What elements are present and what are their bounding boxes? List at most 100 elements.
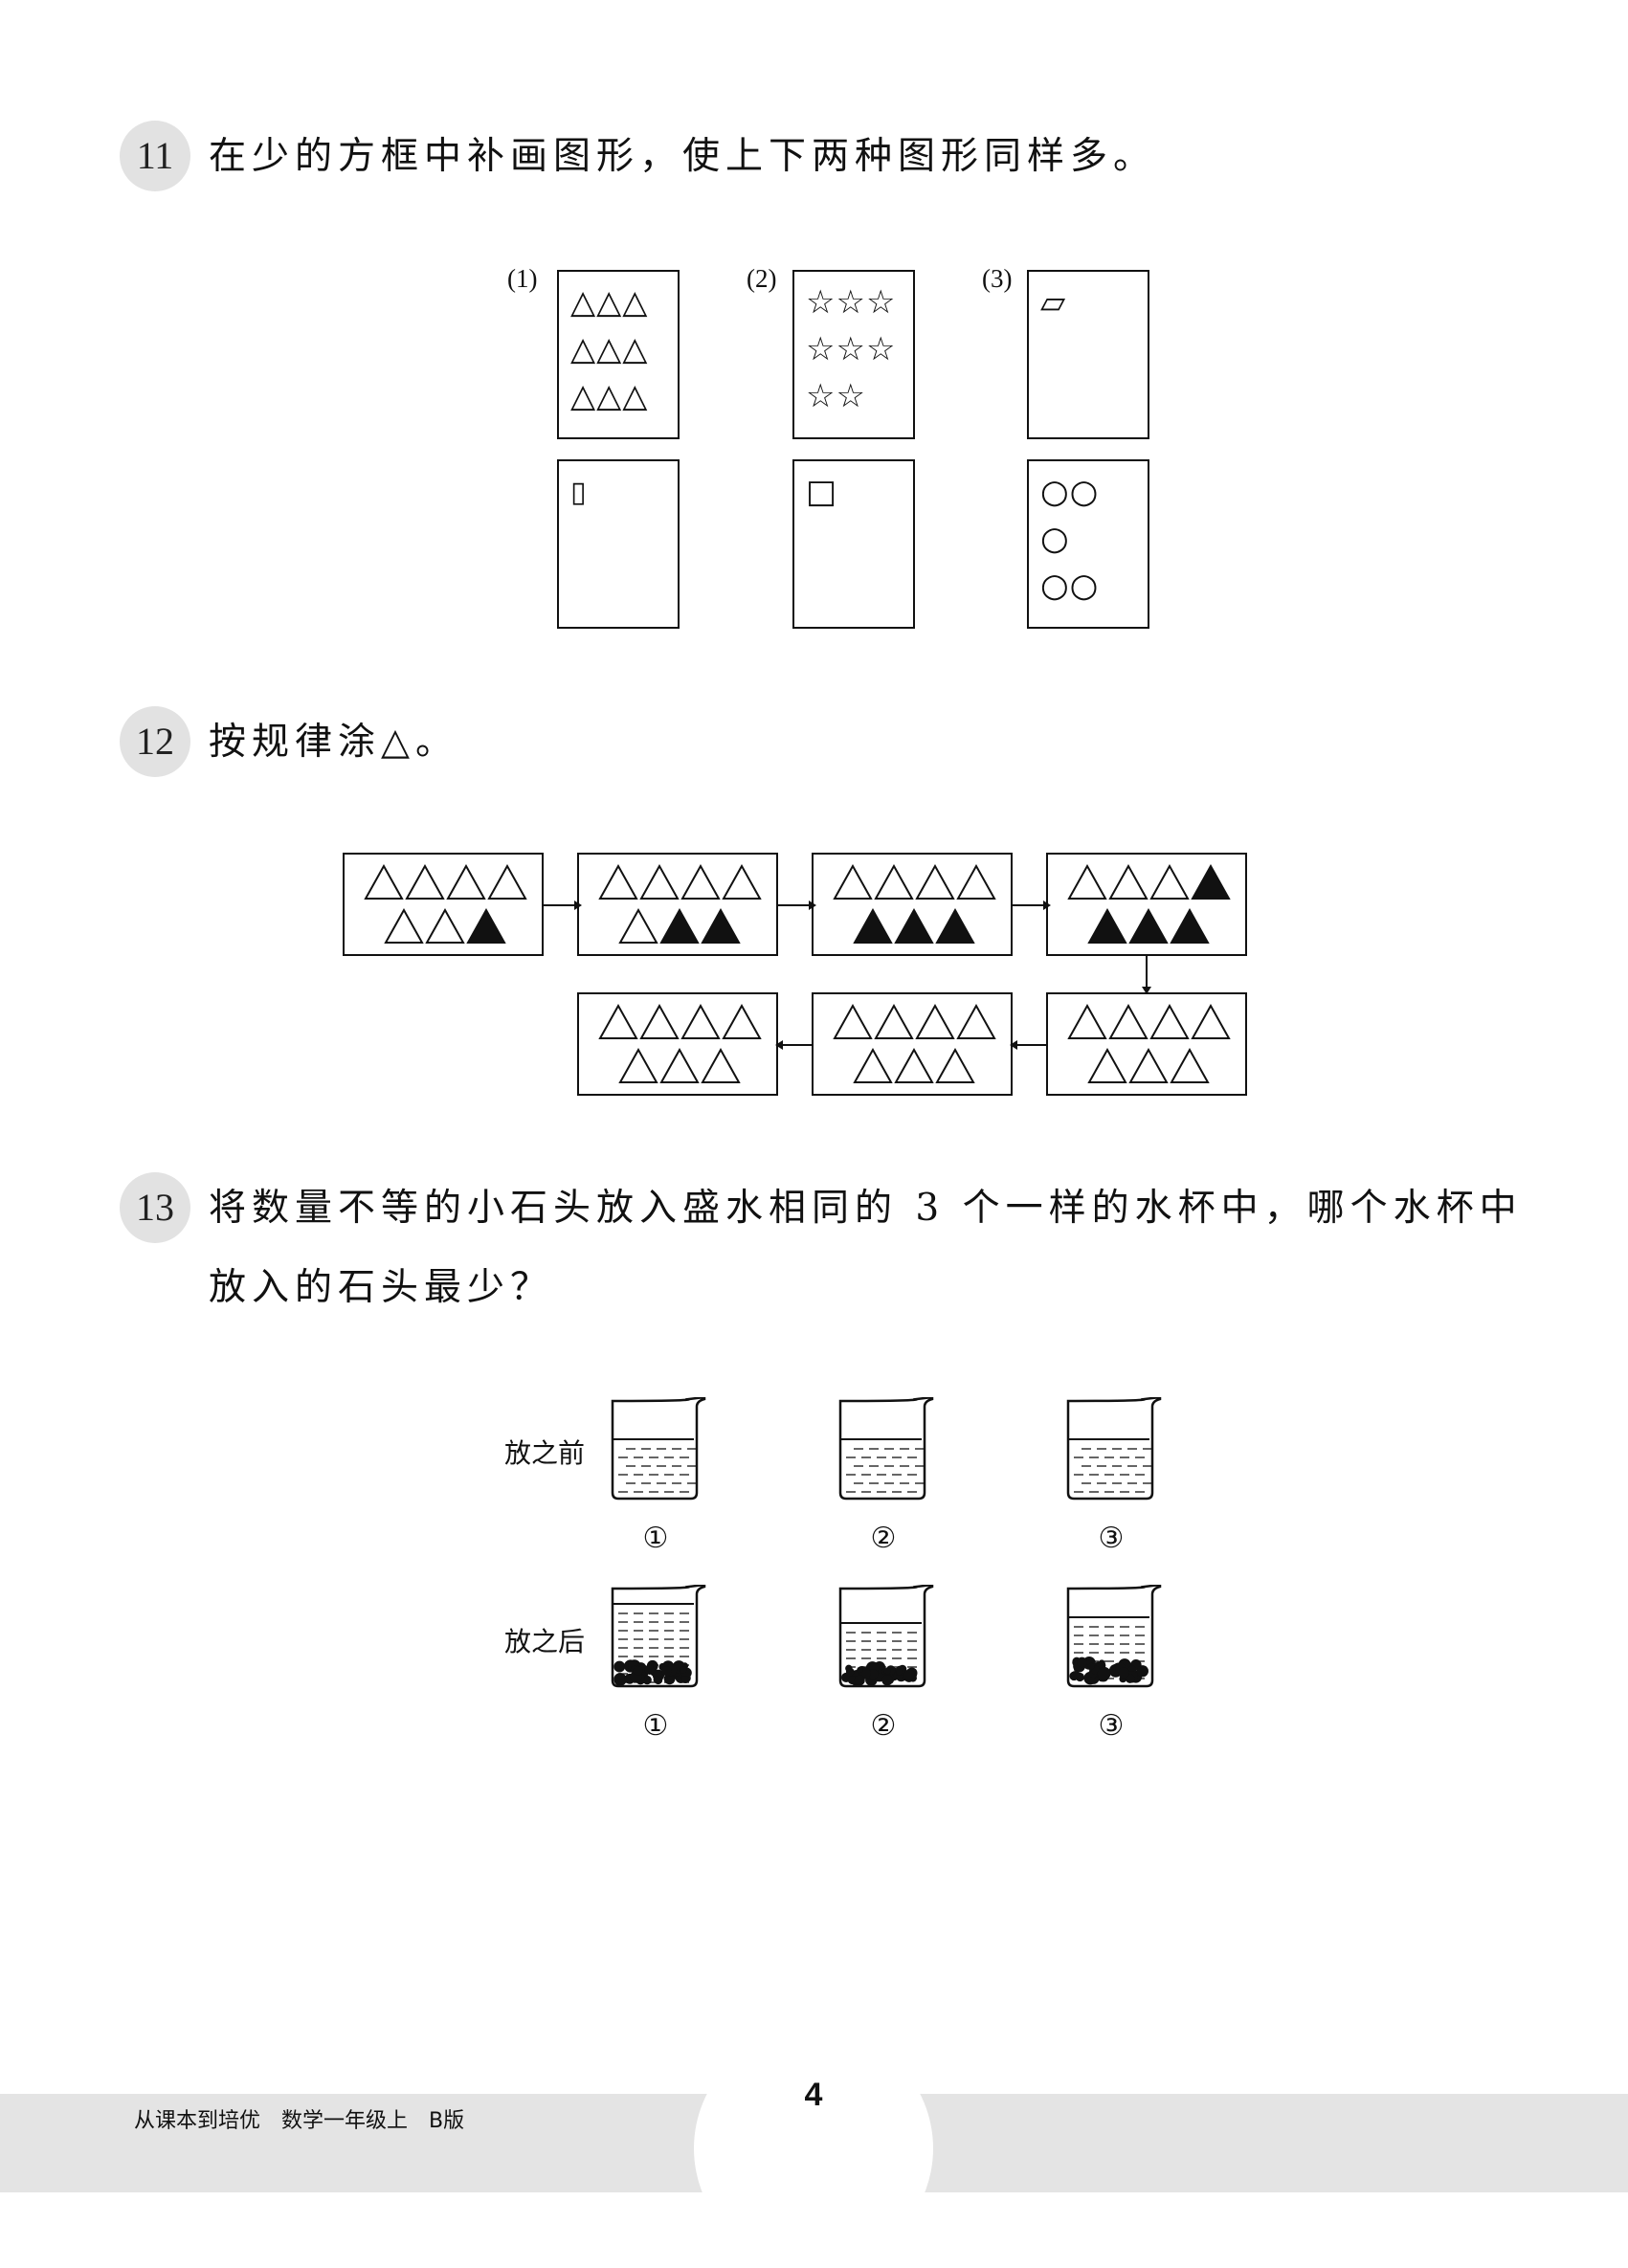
empty-triangle-icon [639, 1003, 680, 1039]
sequence-box-6[interactable] [812, 992, 1013, 1096]
empty-triangle-icon [680, 1003, 721, 1039]
item-label-1: (1) [507, 264, 538, 293]
bottom-shapes-3: ○○ ○ ○○ [1040, 473, 1100, 605]
empty-triangle-icon [1149, 1003, 1190, 1039]
question-number-12: 12 [120, 706, 190, 777]
sequence-box-5[interactable] [1046, 992, 1247, 1096]
empty-triangle-icon [915, 1003, 955, 1039]
empty-triangle-icon [722, 863, 762, 900]
before-cup-label-1: ① [642, 1522, 669, 1555]
sequence-box-7[interactable] [577, 992, 778, 1096]
top-box-2: ☆☆☆ ☆☆☆ ☆☆ [792, 270, 915, 439]
page-number: 4 [804, 2077, 823, 2113]
after-cup-label-2: ② [870, 1709, 897, 1743]
arrow-right-1 [544, 901, 582, 910]
empty-triangle-icon [701, 1047, 741, 1083]
before-cup-label-2: ② [870, 1522, 897, 1555]
top-box-1: △△△ △△△ △△△ [557, 270, 680, 439]
after-cup-2 [838, 1585, 934, 1688]
sequence-box-4 [1046, 853, 1247, 956]
filled-triangle-icon [701, 907, 741, 944]
empty-triangle-icon [1149, 863, 1190, 900]
bottom-shapes-2: □ [806, 473, 838, 511]
empty-triangle-icon [598, 1003, 638, 1039]
arrow-left-1 [1010, 1040, 1048, 1050]
sequence-box-1 [343, 853, 544, 956]
empty-triangle-icon [680, 863, 721, 900]
before-cup-3 [1066, 1397, 1162, 1501]
top-box-3[interactable]: ▱ [1027, 270, 1149, 439]
filled-triangle-icon [1170, 907, 1210, 944]
question-12-text: 按规律涂△。 [209, 721, 458, 764]
filled-triangle-icon [466, 907, 506, 944]
empty-triangle-icon [915, 863, 955, 900]
empty-triangle-icon [598, 863, 638, 900]
question-11-text: 在少的方框中补画图形，使上下两种图形同样多。 [209, 135, 1157, 178]
empty-triangle-icon [1067, 1003, 1107, 1039]
empty-triangle-icon [618, 907, 658, 944]
filled-triangle-icon [853, 907, 893, 944]
empty-triangle-icon [618, 1047, 658, 1083]
empty-triangle-icon [639, 863, 680, 900]
empty-triangle-icon [364, 863, 404, 900]
empty-triangle-icon [405, 863, 445, 900]
bottom-box-1[interactable]: ▯ [557, 459, 680, 629]
filled-triangle-icon [1087, 907, 1127, 944]
filled-triangle-icon [1191, 863, 1231, 900]
before-cup-label-3: ③ [1098, 1522, 1125, 1555]
footer-book-title: 从课本到培优 数学一年级上 B版 [134, 2109, 465, 2133]
empty-triangle-icon [384, 907, 424, 944]
after-cup-1 [611, 1585, 706, 1688]
before-cup-2 [838, 1397, 934, 1501]
empty-triangle-icon [1108, 1003, 1149, 1039]
empty-triangle-icon [1128, 1047, 1169, 1083]
question-number-11: 11 [120, 121, 190, 191]
empty-triangle-icon [956, 1003, 996, 1039]
bottom-box-3: ○○ ○ ○○ [1027, 459, 1149, 629]
empty-triangle-icon [833, 1003, 873, 1039]
bottom-box-2[interactable]: □ [792, 459, 915, 629]
empty-triangle-icon [935, 1047, 975, 1083]
arrow-right-3 [1013, 901, 1051, 910]
after-cup-3 [1066, 1585, 1162, 1688]
filled-triangle-icon [1128, 907, 1169, 944]
empty-triangle-icon [853, 1047, 893, 1083]
empty-triangle-icon [659, 1047, 700, 1083]
sequence-box-2 [577, 853, 778, 956]
empty-triangle-icon [1087, 1047, 1127, 1083]
arrow-right-2 [778, 901, 816, 910]
empty-triangle-icon [1191, 1003, 1231, 1039]
top-shapes-1: △△△ △△△ △△△ [570, 283, 649, 415]
empty-triangle-icon [446, 863, 486, 900]
question-13-text-line1: 将数量不等的小石头放入盛水相同的 3 个一样的水杯中，哪个水杯中 [209, 1187, 1523, 1230]
top-shapes-2: ☆☆☆ ☆☆☆ ☆☆ [806, 283, 897, 415]
bottom-shapes-1: ▯ [570, 476, 588, 509]
filled-triangle-icon [935, 907, 975, 944]
empty-triangle-icon [833, 863, 873, 900]
empty-triangle-icon [487, 863, 527, 900]
before-cup-1 [611, 1397, 706, 1501]
empty-triangle-icon [1108, 863, 1149, 900]
empty-triangle-icon [874, 863, 914, 900]
filled-triangle-icon [894, 907, 934, 944]
empty-triangle-icon [722, 1003, 762, 1039]
before-label: 放之前 [504, 1437, 586, 1469]
question-number-13: 13 [120, 1172, 190, 1243]
arrow-down [1142, 956, 1151, 994]
after-cup-label-1: ① [642, 1709, 669, 1743]
top-shapes-3: ▱ [1040, 283, 1067, 322]
after-cup-label-3: ③ [1098, 1709, 1125, 1743]
empty-triangle-icon [1067, 863, 1107, 900]
item-label-3: (3) [982, 264, 1013, 293]
empty-triangle-icon [956, 863, 996, 900]
empty-triangle-icon [425, 907, 465, 944]
filled-triangle-icon [659, 907, 700, 944]
empty-triangle-icon [1170, 1047, 1210, 1083]
empty-triangle-icon [894, 1047, 934, 1083]
empty-triangle-icon [874, 1003, 914, 1039]
footer-page-circle [694, 2029, 933, 2268]
arrow-left-2 [775, 1040, 814, 1050]
after-label: 放之后 [504, 1626, 586, 1657]
item-label-2: (2) [747, 264, 777, 293]
sequence-box-3 [812, 853, 1013, 956]
